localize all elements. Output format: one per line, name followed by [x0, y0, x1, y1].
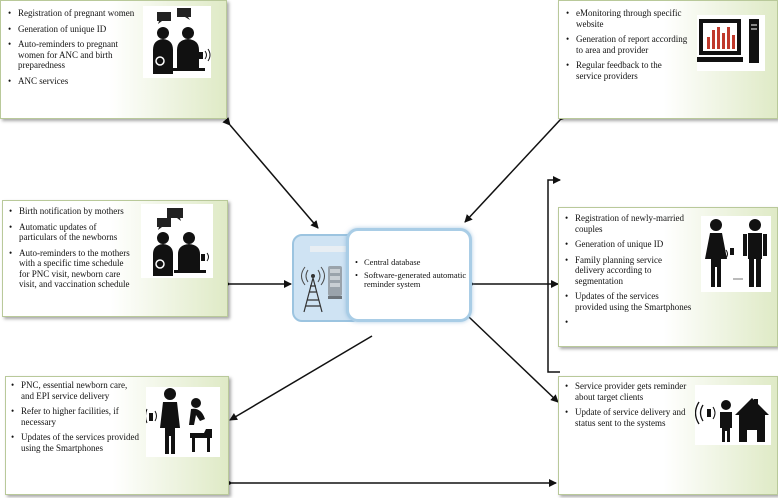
arrow-provider-to-monitoring [547, 176, 561, 373]
arrow-monitoring-central [464, 112, 568, 223]
pnc-list: PNC, essential newborn care, and EPI ser… [10, 380, 140, 458]
pregnant-woman-with-provider-icon [143, 6, 211, 78]
list-item: Family planning service delivery accordi… [564, 255, 692, 287]
list-item: Registration of pregnant women [7, 8, 139, 19]
list-item: PNC, essential newborn care, and EPI ser… [10, 380, 140, 401]
list-item: Generation of unique ID [564, 239, 692, 250]
list-item: Regular feedback to the service provider… [565, 60, 689, 81]
central-system-panel: Central database Software-generated auto… [346, 228, 472, 322]
list-item: Update of service delivery and status se… [564, 407, 692, 428]
arrow-pregnancy-central [222, 117, 319, 229]
mother-with-provider-icon [141, 204, 213, 278]
list-item: Auto-reminders to pregnant women for ANC… [7, 39, 139, 71]
list-item: Generation of report according to area a… [565, 34, 689, 55]
box-birth-notification: Birth notification by mothers Automatic … [2, 200, 228, 317]
arrow-central-pnc [229, 335, 373, 421]
pregnancy-list: Registration of pregnant women Generatio… [7, 8, 139, 91]
couple-with-phone-icon [701, 216, 771, 292]
list-item: ANC services [7, 76, 139, 87]
list-item: Refer to higher facilities, if necessary [10, 406, 140, 427]
list-item: Software-generated automatic reminder sy… [355, 270, 467, 290]
birth-list: Birth notification by mothers Automatic … [8, 206, 136, 295]
computer-report-icon [697, 15, 765, 71]
box-monitoring: eMonitoring through specific website Gen… [558, 0, 778, 119]
list-item: Auto-reminders to the mothers with a spe… [8, 248, 136, 290]
central-hub: Central database Software-generated auto… [292, 228, 472, 322]
list-item: Automatic updates of particulars of the … [8, 222, 136, 243]
list-item: Central database [355, 257, 467, 268]
box-family-planning: Registration of newly-married couples Ge… [558, 207, 778, 347]
family-planning-list: Registration of newly-married couples Ge… [564, 213, 692, 328]
provider-with-baby-icon [146, 387, 220, 457]
list-item: Service provider gets reminder about tar… [564, 381, 692, 402]
provider-list: Service provider gets reminder about tar… [564, 381, 692, 433]
list-item: Registration of newly-married couples [564, 213, 692, 234]
list-item: Birth notification by mothers [8, 206, 136, 217]
list-item: Updates of the services provided using t… [10, 432, 140, 453]
list-item: eMonitoring through specific website [565, 8, 689, 29]
box-service-provider: Service provider gets reminder about tar… [558, 376, 778, 495]
list-item: Updates of the services provided using t… [564, 291, 692, 312]
signal-person-house-icon [695, 385, 771, 445]
monitoring-list: eMonitoring through specific website Gen… [565, 8, 689, 86]
central-list: Central database Software-generated auto… [355, 257, 467, 293]
list-item: Generation of unique ID [7, 24, 139, 35]
arrow-central-provider [462, 310, 559, 403]
box-pregnancy-services: Registration of pregnant women Generatio… [0, 0, 227, 119]
box-pnc-services: PNC, essential newborn care, and EPI ser… [5, 376, 229, 495]
